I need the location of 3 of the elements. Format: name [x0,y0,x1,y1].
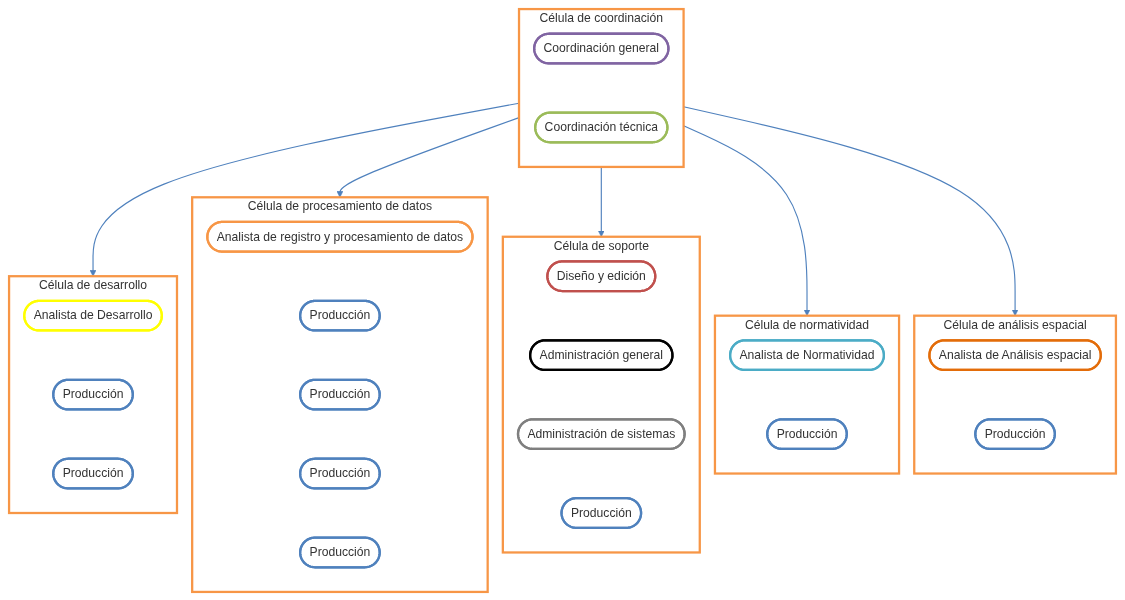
arrow [683,124,811,316]
arrow [683,105,1019,316]
arrow [89,102,520,276]
